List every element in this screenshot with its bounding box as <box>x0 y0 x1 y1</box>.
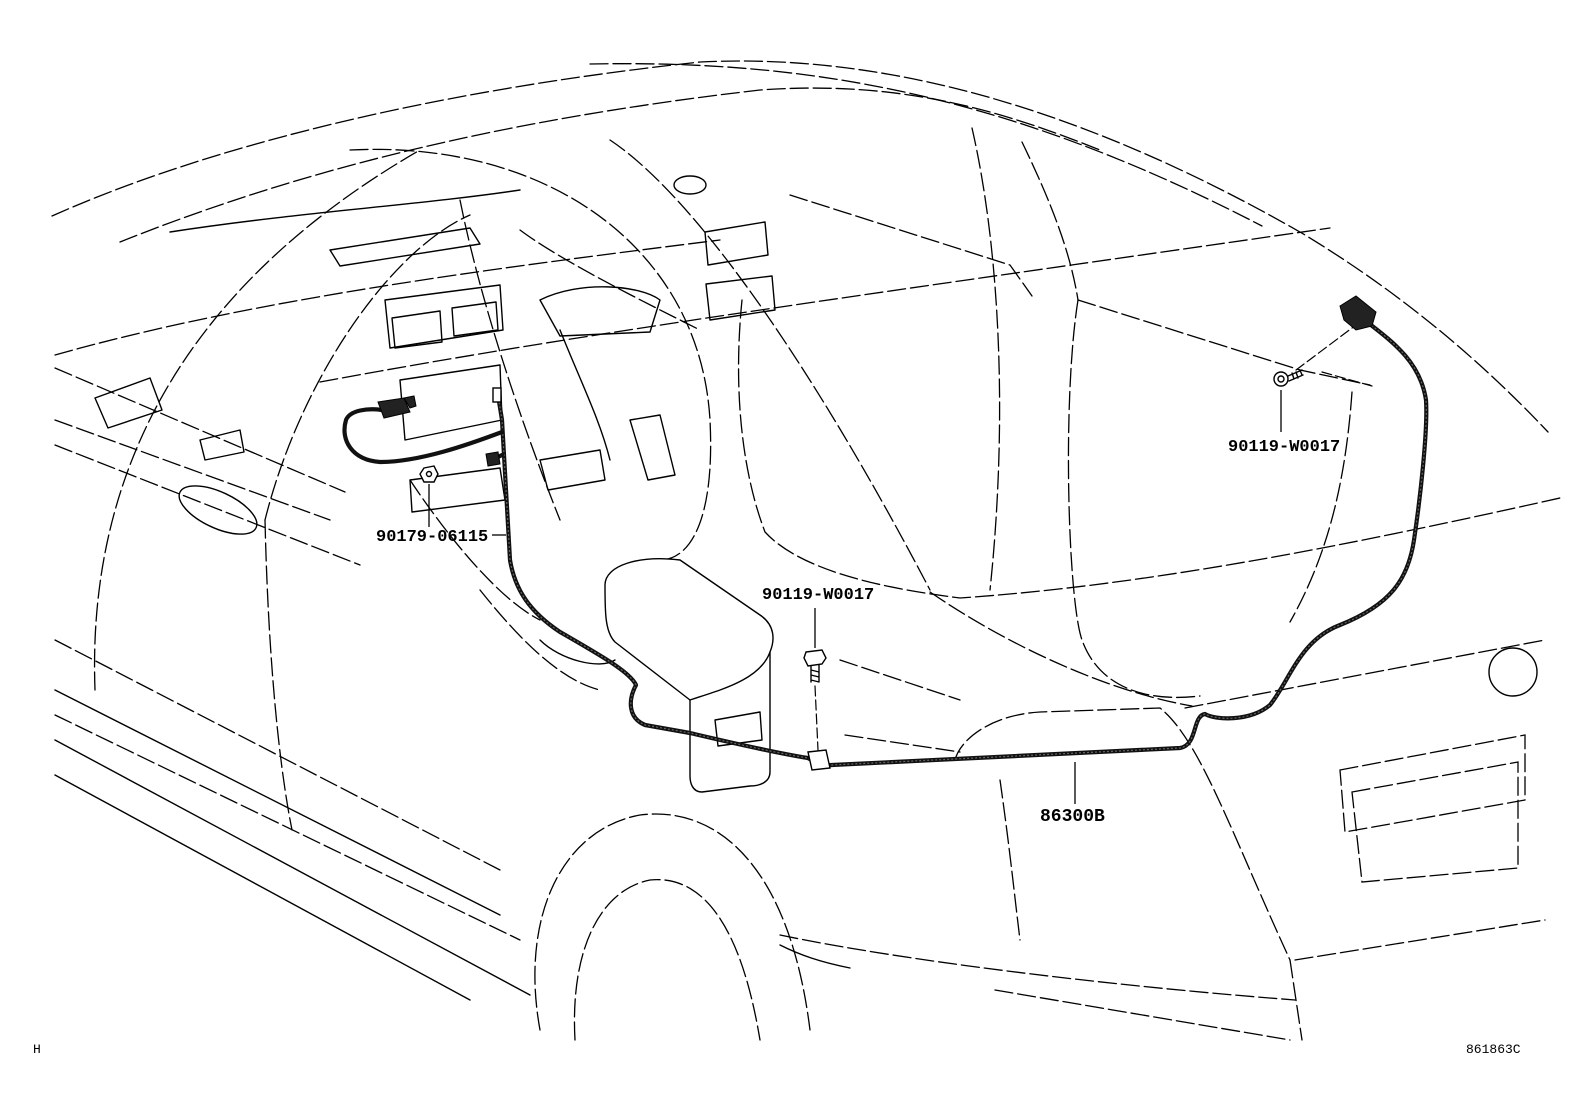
bolt-rear-washer <box>1277 375 1285 383</box>
rear-floor-line <box>929 591 1193 707</box>
door-handle <box>178 485 258 535</box>
dash-edge-line-1 <box>54 367 346 493</box>
shelf-alignment-line <box>1321 371 1373 387</box>
radio-connector <box>377 397 411 419</box>
rear-shelf-line <box>1077 299 1371 386</box>
lower-sill-line-2 <box>54 714 521 941</box>
harness-branch-radio <box>342 405 505 465</box>
rear-body-line <box>1294 919 1546 961</box>
center-display-right <box>451 301 499 337</box>
harness-main-run <box>495 315 1429 768</box>
windshield-pillar-right <box>609 139 931 591</box>
nut-console-icon <box>419 465 439 483</box>
rear-corner-line <box>1289 959 1303 1041</box>
tail-light-outer <box>1339 734 1526 833</box>
center-display <box>391 310 443 349</box>
callout-bolt-floor[interactable]: 90119-W0017 <box>762 586 874 605</box>
console-floor-line <box>479 589 601 691</box>
harness-main-texture <box>497 317 1427 766</box>
body-side-line-3 <box>54 774 471 1001</box>
wheel-arch-inner <box>573 879 761 1041</box>
callouts: 90119-W0017 90179-06115 90119-W0017 8630… <box>376 438 1340 827</box>
wheel-arch-outer <box>534 813 811 1031</box>
bolt-floor-to-clamp <box>814 685 819 751</box>
dash-edge-line-2 <box>54 419 331 521</box>
steering-column-line <box>519 229 701 331</box>
center-armrest <box>604 558 774 793</box>
bolt-alignment-line <box>1295 321 1361 371</box>
center-cluster-upper <box>384 284 504 349</box>
rear-seat-line <box>1067 299 1201 699</box>
callout-harness[interactable]: 86300B <box>1040 807 1105 827</box>
lower-sill-line-1 <box>54 639 501 871</box>
steering-spoke <box>559 329 611 461</box>
roof-top-line <box>589 63 1263 227</box>
bolt-rear-icon <box>1273 369 1304 387</box>
harness-top-cap <box>492 387 502 403</box>
gauge-hood <box>539 286 661 337</box>
center-tunnel-line <box>409 479 541 621</box>
steering-wheel-inner <box>459 199 561 521</box>
roof-inner-line <box>119 87 1101 243</box>
callout-bolt-rear[interactable]: 90119-W0017 <box>1228 438 1340 457</box>
pedal-area <box>629 414 676 481</box>
left-switch-panel <box>199 429 245 461</box>
b-pillar-rear-line <box>1021 141 1079 301</box>
bolt-floor-shank <box>810 664 820 683</box>
steering-wheel-rim <box>349 148 712 561</box>
windshield-base-line <box>169 189 521 233</box>
bolt-floor-head <box>803 649 827 667</box>
radio-connector-tip <box>403 395 417 409</box>
rear-emblem <box>1488 647 1538 697</box>
rear-quarter-line <box>954 707 1291 961</box>
dash-edge-line-3 <box>54 444 361 566</box>
belt-line <box>319 227 1331 383</box>
branch-connector <box>485 451 501 467</box>
trunk-side-line <box>999 779 1021 941</box>
corner-code: H <box>33 1042 41 1057</box>
bolt-floor-icon <box>803 649 827 683</box>
callout-nut-console[interactable]: 90179-06115 <box>376 528 488 547</box>
floor-curve <box>737 299 1561 599</box>
body-side-line-2 <box>54 739 531 996</box>
a-pillar-inner <box>264 214 471 521</box>
b-pillar-line <box>971 127 1001 591</box>
armrest-top-edge <box>689 651 771 701</box>
rear-floor-lower-2 <box>844 734 961 753</box>
front-door-line <box>264 519 293 831</box>
rear-bumper-lower <box>779 944 851 969</box>
body-side-line-1 <box>54 689 501 916</box>
rear-trunk-edge <box>1184 639 1546 709</box>
shift-console <box>539 449 606 491</box>
rear-bumper-line-1 <box>779 934 1296 1001</box>
roof-outer-line <box>51 60 1549 433</box>
bolt-rear-shank <box>1287 369 1304 382</box>
rear-antenna-connector <box>1339 295 1377 331</box>
dash-panel-upper <box>329 227 481 267</box>
leader-lines <box>428 390 1282 804</box>
dash-top-line <box>54 239 721 356</box>
left-air-vent <box>94 377 163 429</box>
armrest-body <box>604 558 774 793</box>
car-body-phantom-lines <box>51 60 1561 1041</box>
illustration-code: 861863C <box>1466 1042 1521 1057</box>
harness-clamp <box>807 749 831 771</box>
antenna-cord-harness <box>342 295 1429 771</box>
dash-vent-oval <box>673 175 707 195</box>
rear-window-line <box>789 194 1033 297</box>
right-air-vent-lower <box>705 275 776 321</box>
fasteners <box>419 369 1304 683</box>
tail-light-inner <box>1351 761 1519 883</box>
rear-floor-lower <box>839 659 961 701</box>
c-pillar-line <box>1289 391 1353 623</box>
rear-bumper-line-2 <box>994 989 1291 1041</box>
a-pillar-outer <box>93 149 421 691</box>
right-air-vent-upper <box>704 221 769 266</box>
nut-console-hole <box>425 470 433 478</box>
